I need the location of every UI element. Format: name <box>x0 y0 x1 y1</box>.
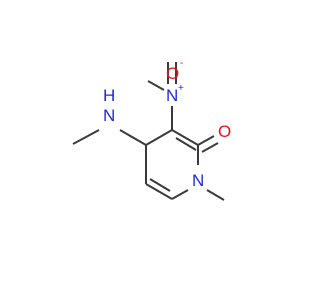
bond-c3-c2-b <box>175 137 197 151</box>
nitro-oxygen-minus-charge: - <box>180 58 183 69</box>
nitro-nitrogen-label: N <box>166 86 178 105</box>
bond-layer <box>72 62 225 201</box>
bond-c6-c5-b <box>149 178 171 192</box>
bond-c4-c3 <box>145 129 173 146</box>
amine-hydrogen-label: H <box>103 86 115 105</box>
nitro-oxygen-top-label: O <box>166 64 179 83</box>
atom-labels: N H N + O - O N <box>103 58 231 190</box>
structure-canvas: N H N + O - O N <box>72 58 232 201</box>
bond-c6-c5-a <box>145 183 173 200</box>
molecule-diagram: N H N + O - O N <box>72 58 231 201</box>
carbonyl-oxygen-label: O <box>218 122 231 141</box>
bond-ringn-methyl <box>206 189 225 201</box>
bond-c2-o-b <box>201 142 219 153</box>
bond-ringn-c6 <box>171 189 189 200</box>
nitro-plus-charge: + <box>178 83 184 94</box>
ring-nitrogen-label: N <box>192 171 204 190</box>
bond-c2-o-a <box>197 135 215 146</box>
bond-nitro-o-left <box>147 80 165 91</box>
bond-c3-c2-a <box>171 129 199 146</box>
bond-amine-c4 <box>119 129 147 146</box>
amine-nitrogen-label: N <box>103 106 115 125</box>
bond-methyl-amine <box>72 129 100 145</box>
